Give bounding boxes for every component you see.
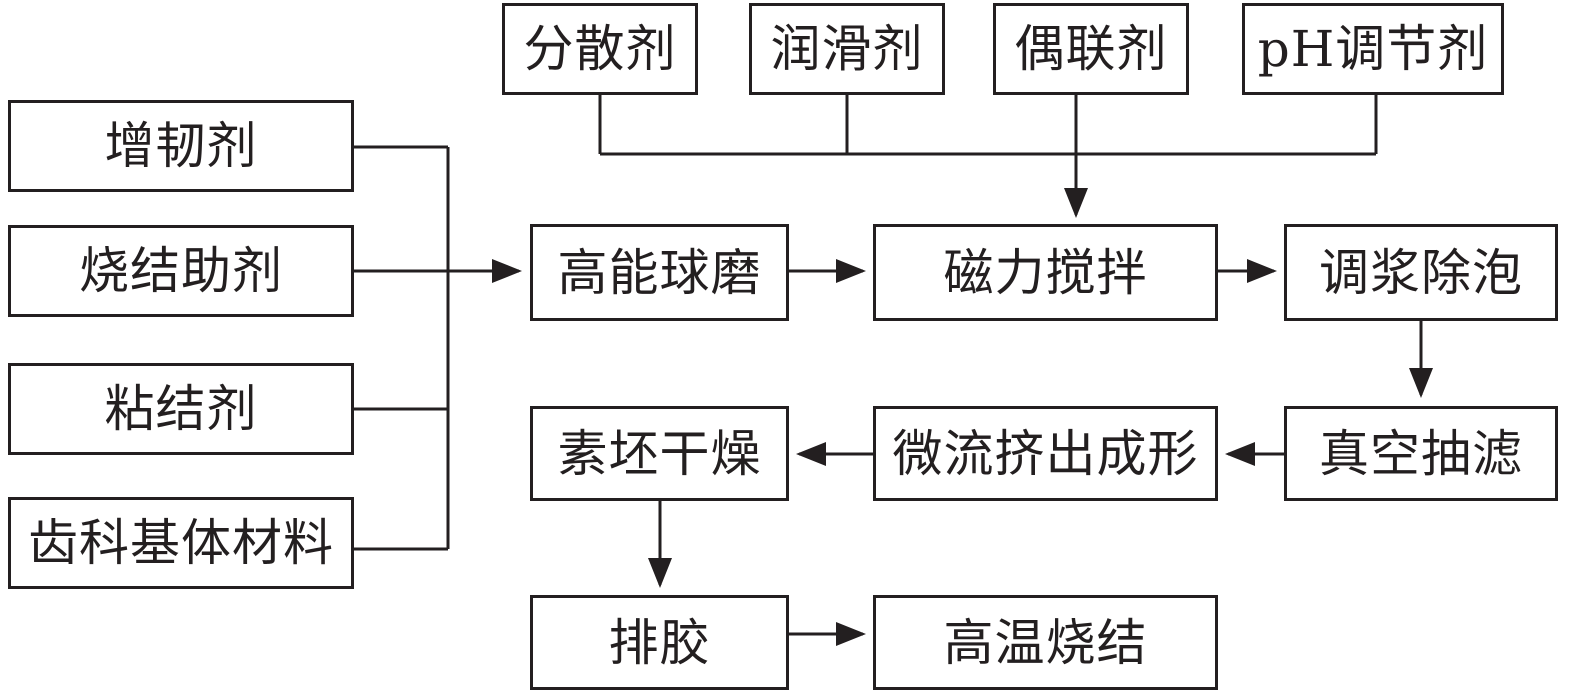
label-coupling-agent: 偶联剂	[1014, 20, 1168, 78]
box-dental-base-material: 齿科基体材料	[8, 497, 354, 589]
box-sintering-aid: 烧结助剂	[8, 225, 354, 317]
box-dispersant: 分散剂	[502, 3, 698, 95]
box-high-temp-sintering: 高温烧结	[873, 595, 1218, 690]
label-debinding: 排胶	[608, 613, 711, 672]
box-micro-extrusion: 微流挤出成形	[873, 406, 1218, 501]
box-ball-milling: 高能球磨	[530, 224, 789, 321]
label-micro-extrusion: 微流挤出成形	[892, 424, 1199, 483]
box-magnetic-stirring: 磁力搅拌	[873, 224, 1218, 321]
box-toughener: 增韧剂	[8, 100, 354, 192]
box-ph-regulator: pH调节剂	[1242, 3, 1504, 95]
label-dispersant: 分散剂	[523, 20, 677, 78]
label-magnetic-stirring: 磁力搅拌	[943, 243, 1148, 302]
box-binder: 粘结剂	[8, 363, 354, 455]
box-slurry-defoaming: 调浆除泡	[1284, 224, 1558, 321]
box-lubricant: 润滑剂	[749, 3, 945, 95]
box-debinding: 排胶	[530, 595, 789, 690]
box-coupling-agent: 偶联剂	[993, 3, 1189, 95]
label-ph-regulator: pH调节剂	[1257, 20, 1489, 78]
label-dental-base-material: 齿科基体材料	[28, 514, 334, 572]
label-green-drying: 素坯干燥	[557, 424, 762, 483]
label-binder: 粘结剂	[104, 380, 258, 438]
box-green-drying: 素坯干燥	[530, 406, 789, 501]
label-vacuum-filtration: 真空抽滤	[1319, 424, 1523, 483]
label-high-temp-sintering: 高温烧结	[943, 613, 1148, 672]
label-slurry-defoaming: 调浆除泡	[1319, 243, 1523, 302]
label-sintering-aid: 烧结助剂	[79, 242, 283, 300]
label-toughener: 增韧剂	[104, 117, 258, 175]
box-vacuum-filtration: 真空抽滤	[1284, 406, 1558, 501]
label-ball-milling: 高能球磨	[557, 243, 762, 302]
label-lubricant: 润滑剂	[770, 20, 924, 78]
